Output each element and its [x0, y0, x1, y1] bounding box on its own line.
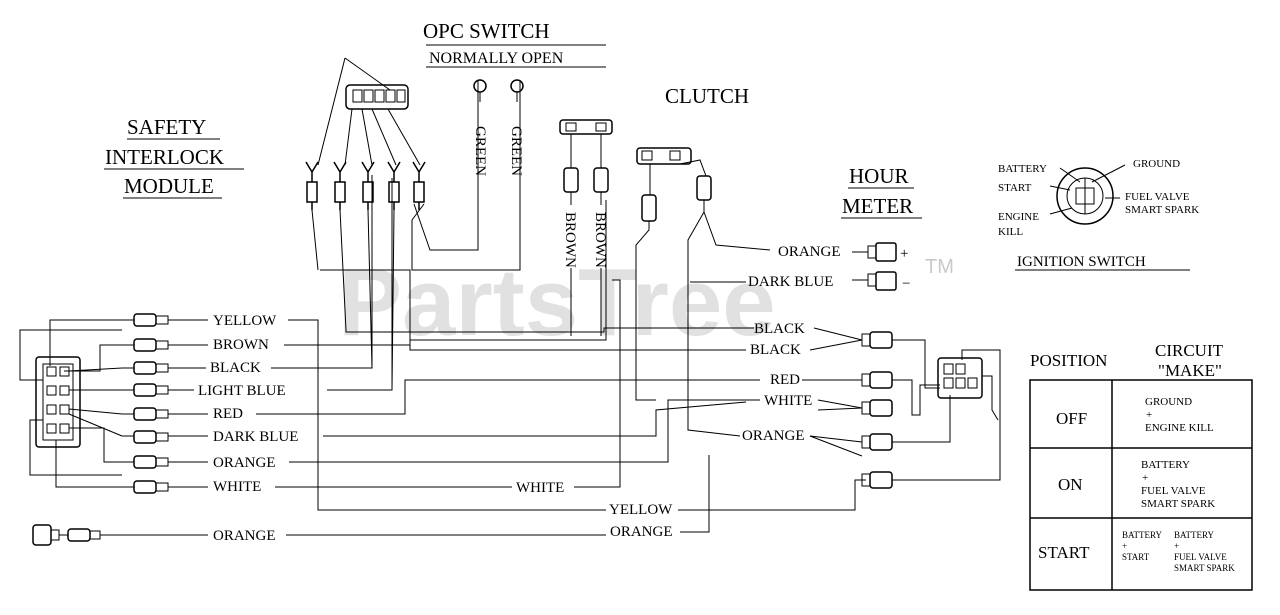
wire-label-light-blue: LIGHT BLUE — [198, 383, 286, 399]
right-connector-black — [861, 331, 940, 389]
table-row-start-left-plus: + — [1122, 541, 1127, 551]
ignition-harness-connector — [937, 357, 999, 421]
opc-normally-open-label: NORMALLY OPEN — [429, 50, 564, 67]
table-row-start-right-1: BATTERY — [1174, 530, 1215, 540]
wire-label-yellow: YELLOW — [213, 313, 277, 329]
ignition-switch-symbol — [1049, 164, 1126, 225]
table-row-off-make-1: GROUND — [1145, 396, 1192, 408]
table-row-off-make-2: ENGINE KILL — [1145, 422, 1214, 434]
module-wires — [19, 319, 123, 488]
ignition-kill-label: KILL — [998, 226, 1023, 238]
safety-title-line3: MODULE — [124, 174, 214, 198]
right-wire-orange: ORANGE — [742, 428, 805, 444]
top-connector — [317, 57, 421, 166]
hour-plus-label: + — [900, 246, 908, 262]
terminal-row — [305, 80, 521, 391]
right-wire-red: RED — [770, 372, 800, 388]
table-circuit-header-2: "MAKE" — [1158, 361, 1222, 380]
right-wire-white: WHITE — [764, 393, 812, 409]
ignition-fuel-valve-label: FUEL VALVE — [1125, 191, 1190, 203]
right-connector-yellow — [861, 349, 1001, 489]
wire-label-white: WHITE — [213, 479, 261, 495]
right-connector-white — [861, 399, 893, 417]
table-row-start-position: START — [1038, 543, 1090, 562]
table-row-on-make-3: SMART SPARK — [1141, 498, 1215, 510]
clutch-title: CLUTCH — [665, 84, 749, 108]
opc-wire-green-2: GREEN — [508, 126, 524, 176]
table-row-on-position: ON — [1058, 475, 1083, 494]
table-row-on-make-2: FUEL VALVE — [1141, 485, 1206, 497]
right-wire-black-upper: BLACK — [754, 321, 805, 337]
hour-meter-minus-connector — [867, 271, 897, 291]
table-row-start-right-plus: + — [1174, 541, 1179, 551]
clutch-wire-brown-1: BROWN — [562, 212, 578, 268]
table-row-on-make-1: BATTERY — [1141, 459, 1190, 471]
wire-label-brown: BROWN — [213, 337, 269, 353]
wire-label-orange-bottom-right: ORANGE — [610, 524, 673, 540]
wire-label-black: BLACK — [210, 360, 261, 376]
wire-label-orange: ORANGE — [213, 455, 276, 471]
table-row-start-left-2: START — [1122, 552, 1150, 562]
hour-meter-title-line2: METER — [842, 194, 913, 218]
ignition-battery-label: BATTERY — [998, 163, 1047, 175]
hour-wire-orange: ORANGE — [778, 244, 841, 260]
clutch-connectors — [559, 119, 771, 437]
opc-switch-terminals — [473, 79, 524, 102]
table-row-start-right-2: FUEL VALVE — [1174, 552, 1227, 562]
safety-module-connector — [35, 356, 81, 448]
opc-switch-title: OPC SWITCH — [423, 19, 550, 43]
right-connector-red — [861, 371, 940, 416]
table-row-start-right-3: SMART SPARK — [1174, 563, 1235, 573]
right-wire-black-lower: BLACK — [750, 342, 801, 358]
wire-label-red: RED — [213, 406, 243, 422]
ignition-ground-label: GROUND — [1133, 158, 1180, 170]
table-circuit-header-1: CIRCUIT — [1155, 341, 1224, 360]
ignition-start-label: START — [998, 182, 1032, 194]
clutch-wire-brown-2: BROWN — [592, 212, 608, 268]
wire-label-yellow-bottom: YELLOW — [609, 502, 673, 518]
wire-label-white-mid: WHITE — [516, 480, 564, 496]
table-row-off-plus: + — [1146, 409, 1152, 421]
ignition-smart-spark-label: SMART SPARK — [1125, 204, 1199, 216]
left-connectors — [122, 313, 169, 494]
safety-title-line2: INTERLOCK — [105, 145, 224, 169]
hour-wire-dark-blue: DARK BLUE — [748, 274, 833, 290]
wire-label-orange-bottom-left: ORANGE — [213, 528, 276, 544]
table-row-off-position: OFF — [1056, 409, 1087, 428]
watermark: PartsTree — [338, 249, 776, 356]
table-position-header: POSITION — [1030, 351, 1107, 370]
safety-title-line1: SAFETY — [127, 115, 206, 139]
ignition-switch-title: IGNITION SWITCH — [1017, 254, 1146, 270]
hour-meter-title-line1: HOUR — [849, 164, 909, 188]
wire-label-dark-blue: DARK BLUE — [213, 429, 298, 445]
hour-meter-plus-connector — [867, 242, 897, 262]
watermark-tm: TM — [925, 256, 954, 278]
table-row-start-left-1: BATTERY — [1122, 530, 1163, 540]
ignition-engine-label: ENGINE — [998, 211, 1039, 223]
bottom-orange-connector — [32, 524, 208, 546]
right-connector-orange — [861, 395, 951, 451]
hour-minus-label: − — [902, 276, 910, 292]
opc-wire-green-1: GREEN — [472, 126, 488, 176]
position-table — [1029, 379, 1253, 591]
table-row-on-plus: + — [1142, 472, 1148, 484]
